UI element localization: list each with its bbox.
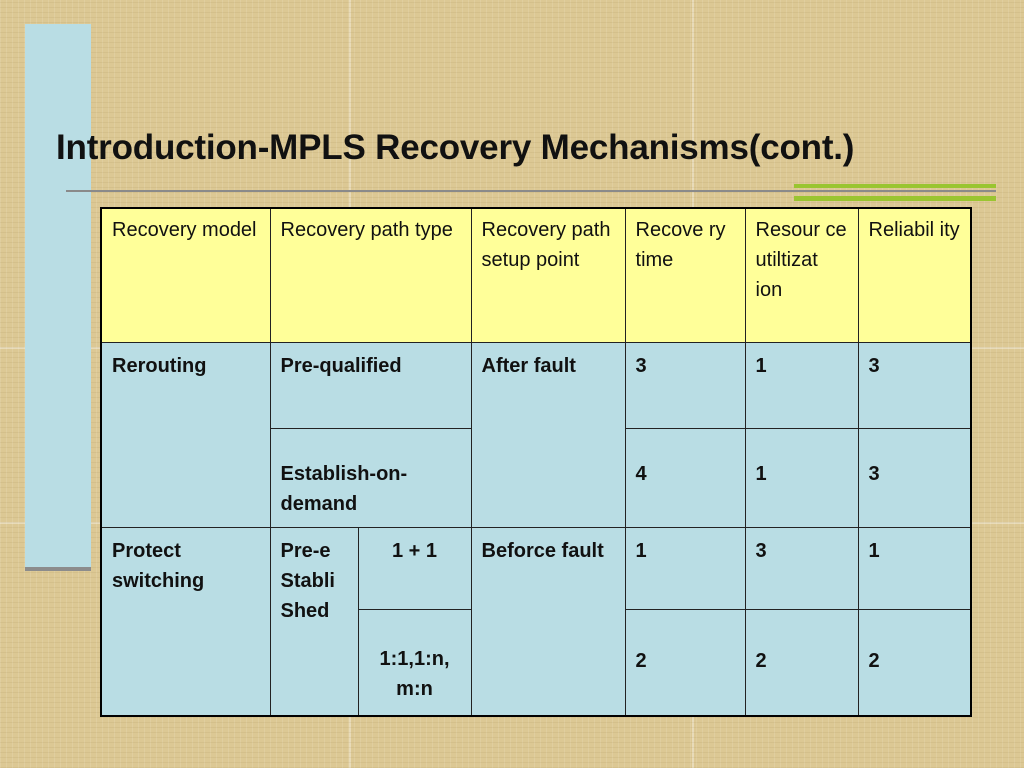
cell-recovery-time: 4 xyxy=(624,428,746,528)
cell-path-type-preestablished: Pre-e Stabli Shed xyxy=(269,527,359,716)
path-type-line: Stabli xyxy=(280,570,335,592)
title-underline xyxy=(66,190,796,192)
cell-model-protect: Protect switching xyxy=(100,527,271,716)
side-decor-bar xyxy=(25,24,91,568)
cell-reliability: 1 xyxy=(857,527,972,610)
cell-resource: 2 xyxy=(744,609,859,716)
cell-scheme-1plus1: 1 + 1 xyxy=(357,527,472,610)
cell-model-rerouting: Rerouting xyxy=(100,342,271,528)
cell-recovery-time: 2 xyxy=(624,609,746,716)
path-type-line: Pre-e xyxy=(280,540,331,562)
table-row: Establish-on-demand 4 1 3 xyxy=(101,428,972,528)
accent-bar-middle xyxy=(794,190,996,192)
cell-reliability: 3 xyxy=(857,342,972,429)
table-row: Rerouting Pre-qualified After fault 3 1 … xyxy=(100,342,972,528)
cell-resource: 1 xyxy=(744,428,859,528)
slide-title: Introduction-MPLS Recovery Mechanisms(co… xyxy=(56,128,855,167)
header-recovery-time: Recove ry time xyxy=(624,207,746,343)
accent-bar-bottom xyxy=(794,196,996,201)
cell-recovery-time: 3 xyxy=(624,342,746,429)
header-recovery-path-type: Recovery path type xyxy=(269,207,472,343)
cell-recovery-time: 1 xyxy=(624,527,746,610)
cell-setup-before-fault: Beforce fault xyxy=(470,527,626,716)
header-reliability: Reliabil ity xyxy=(857,207,972,343)
cell-reliability: 3 xyxy=(857,428,972,528)
table-row: Protect switching Pre-e Stabli Shed 1 + … xyxy=(100,527,972,716)
cell-resource: 3 xyxy=(744,527,859,610)
cell-path-type-establish: Establish-on-demand xyxy=(269,428,472,528)
cell-path-type-prequalified: Pre-qualified xyxy=(269,342,472,429)
path-type-line: Shed xyxy=(280,600,330,622)
side-decor-shadow xyxy=(25,567,91,571)
accent-bar-top xyxy=(794,184,996,188)
header-setup-point: Recovery path setup point xyxy=(470,207,626,343)
cell-scheme-1to1: 1:1,1:n, m:n xyxy=(357,609,472,716)
cell-setup-after-fault: After fault xyxy=(470,342,626,528)
cell-resource: 1 xyxy=(744,342,859,429)
table-row: 1:1,1:n, m:n 2 2 2 xyxy=(101,609,972,716)
header-resource-utilization: Resour ce utiltizat ion xyxy=(744,207,859,343)
table-header-row: Recovery model Recovery path type Recove… xyxy=(100,207,972,343)
recovery-table: Recovery model Recovery path type Recove… xyxy=(100,207,973,717)
header-recovery-model: Recovery model xyxy=(100,207,271,343)
cell-reliability: 2 xyxy=(857,609,972,716)
